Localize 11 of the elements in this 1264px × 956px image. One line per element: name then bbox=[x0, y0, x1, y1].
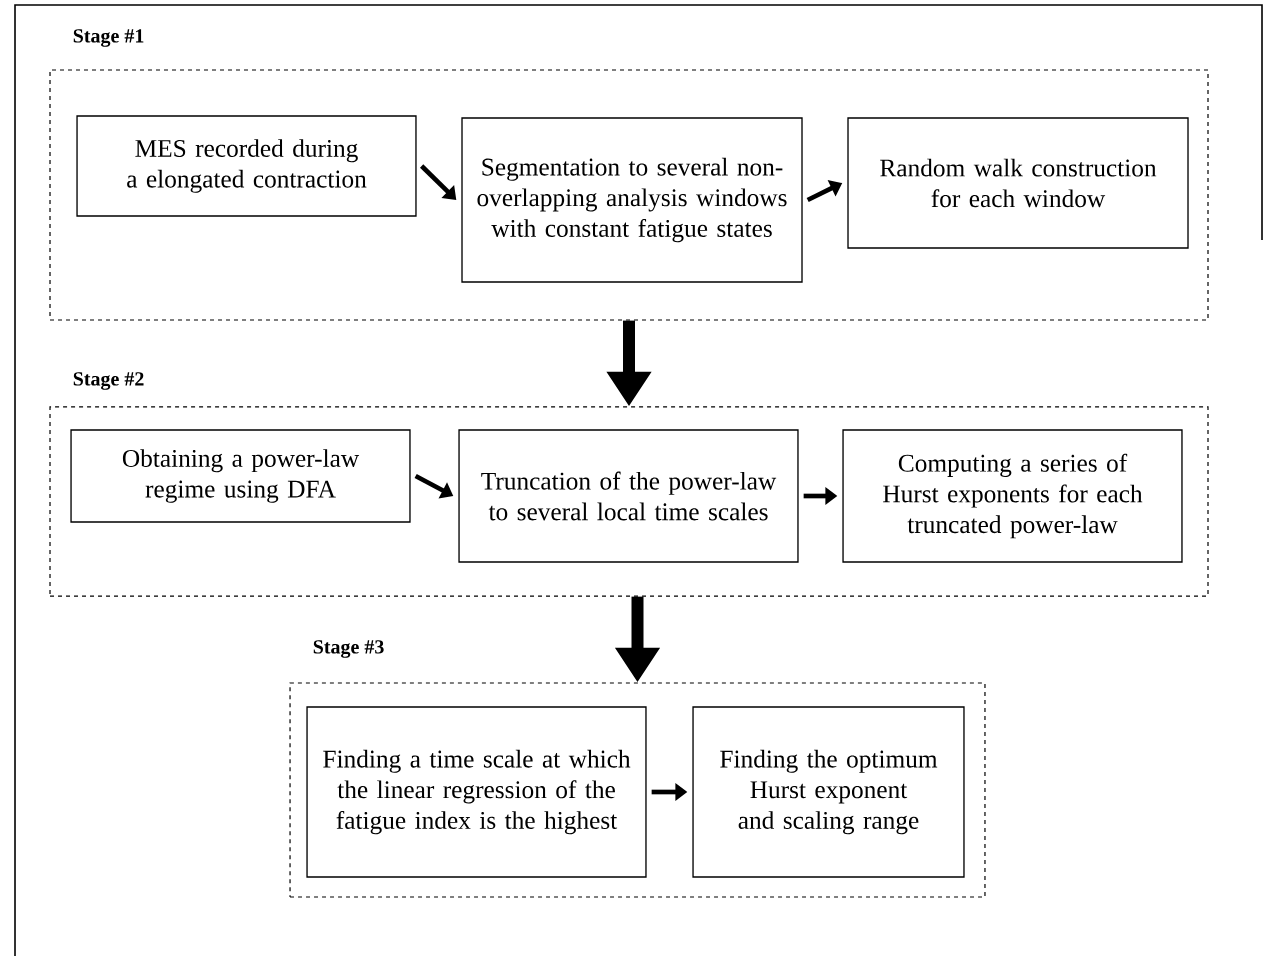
node-label: Stage #1 bbox=[73, 29, 144, 47]
process-box: Segmentation to several non-overlapping analysis windows with constant fatigue states bbox=[461, 117, 803, 283]
process-box: Finding a time scale at which the linear regression of the fatigue index is the highest bbox=[306, 706, 647, 878]
process-box: Computing a series of Hurst exponents for each truncated power-law bbox=[842, 429, 1183, 563]
process-box: Obtaining a power-law regime using DFA bbox=[70, 429, 411, 523]
process-box: MES recorded during a elongated contraction bbox=[76, 115, 417, 217]
process-box: Truncation of the power-law to several local time scales bbox=[458, 429, 799, 563]
node-label: Stage #2 bbox=[73, 372, 144, 390]
process-box: Random walk construction for each window bbox=[847, 117, 1189, 249]
node-label: Stage #3 bbox=[313, 640, 384, 658]
process-box: Finding the optimum Hurst exponent and scaling range bbox=[692, 706, 965, 878]
